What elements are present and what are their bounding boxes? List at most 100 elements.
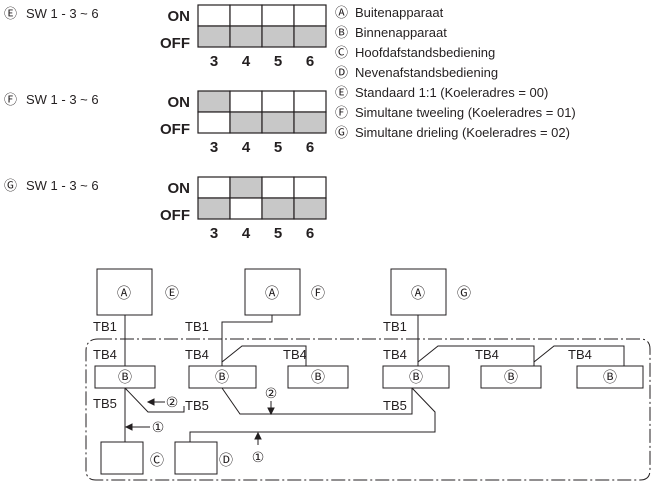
switch-number-label: 4: [242, 53, 251, 70]
switch-number-label: 4: [242, 225, 251, 242]
legend-text: Buitenapparaat: [355, 5, 444, 20]
terminal-label-tb1: TB1: [383, 319, 407, 334]
indoor-unit-box: [480, 365, 542, 389]
wire-tb5-sub-remote: [189, 387, 436, 442]
switch-number-label: 5: [274, 225, 282, 242]
on-label: ON: [168, 180, 191, 197]
off-label: OFF: [160, 121, 190, 138]
legend-text: Hoofdafstandsbediening: [355, 45, 495, 60]
remote-controller-box: [100, 441, 144, 475]
outdoor-unit-box: [96, 268, 153, 316]
off-label: OFF: [160, 35, 190, 52]
switch-label: SW 1 - 3 ~ 6: [26, 92, 99, 107]
switch-3-off-cell: [197, 25, 231, 48]
terminal-label-tb4: TB4: [568, 347, 592, 362]
switch-6-off-cell: [293, 111, 327, 134]
wire-tb4-link: [221, 345, 307, 366]
wire-tb4-link: [417, 345, 535, 366]
wire-tb5-bridge: [124, 387, 185, 413]
legend: Ⓐ Buitenapparaat Ⓑ Binnenapparaat Ⓒ Hoof…: [335, 5, 576, 140]
switch-4-on-cell: [229, 4, 263, 27]
on-label: ON: [168, 94, 191, 111]
arrowhead: [146, 398, 155, 406]
terminal-label-tb5: TB5: [383, 398, 407, 413]
switch-6-off-cell: [293, 197, 327, 220]
indoor-unit-box: [287, 365, 349, 389]
legend-marker: Ⓕ: [335, 105, 348, 120]
legend-text: Standaard 1:1 (Koeleradres = 00): [355, 85, 548, 100]
switch-3-on-cell: [197, 90, 231, 113]
indoor-unit-marker: Ⓑ: [504, 369, 518, 385]
indoor-unit-marker: Ⓑ: [215, 369, 229, 385]
arrowhead: [124, 423, 133, 431]
switch-4-on-cell: [229, 90, 263, 113]
wire-outdoor-indoor: [221, 315, 273, 366]
remote-controller-marker: Ⓒ: [150, 452, 164, 468]
config-marker: Ⓕ: [311, 285, 325, 301]
switch-3-on-cell: [197, 4, 231, 27]
wire-number-label: ②: [265, 385, 278, 401]
wire-tb4-link: [533, 345, 625, 366]
legend-marker: Ⓖ: [335, 125, 348, 140]
switch-number-label: 4: [242, 139, 251, 156]
config-marker: Ⓖ: [457, 285, 471, 301]
wire-number-label: ①: [152, 419, 165, 435]
outdoor-unit-marker: Ⓐ: [117, 285, 131, 301]
switch-number-label: 3: [210, 225, 218, 242]
switch-5-on-cell: [261, 176, 295, 199]
legend-marker: Ⓒ: [335, 45, 348, 60]
switch-6-off-cell: [293, 25, 327, 48]
terminal-label-tb1: TB1: [185, 319, 209, 334]
outdoor-unit-box: [244, 268, 301, 316]
off-label: OFF: [160, 207, 190, 224]
switch-number-label: 6: [306, 139, 314, 156]
switch-6-on-cell: [293, 4, 327, 27]
switch-3-off-cell: [197, 111, 231, 134]
arrowhead: [254, 431, 262, 440]
wire-number-label: ①: [252, 449, 265, 465]
switch-number-label: 6: [306, 53, 314, 70]
switch-marker: Ⓖ: [4, 178, 17, 193]
switch-grid: 3 4 5 6: [197, 176, 327, 242]
switch-4-off-cell: [229, 197, 263, 220]
legend-text: Simultane drieling (Koeleradres = 02): [355, 125, 570, 140]
switch-label: SW 1 - 3 ~ 6: [26, 178, 99, 193]
outdoor-unit-marker: Ⓐ: [265, 285, 279, 301]
config-marker: Ⓔ: [165, 285, 179, 301]
switch-6-on-cell: [293, 90, 327, 113]
indoor-unit-box: [382, 365, 450, 389]
switch-5-off-cell: [261, 25, 295, 48]
terminal-label-tb4: TB4: [475, 347, 499, 362]
on-label: ON: [168, 8, 191, 25]
legend-marker: Ⓐ: [335, 5, 348, 20]
legend-text: Binnenapparaat: [355, 25, 447, 40]
legend-text: Nevenafstandsbediening: [355, 65, 498, 80]
switch-5-off-cell: [261, 111, 295, 134]
legend-marker: Ⓑ: [335, 25, 348, 40]
terminal-label-tb4: TB4: [185, 347, 209, 362]
switch-number-label: 6: [306, 225, 314, 242]
indoor-unit-box: [576, 365, 644, 389]
switch-4-off-cell: [229, 111, 263, 134]
switch-number-label: 5: [274, 53, 282, 70]
switch-marker: Ⓔ: [4, 6, 17, 21]
switch-setting-G: Ⓖ SW 1 - 3 ~ 6 ON OFF 3 4 5 6: [4, 176, 327, 242]
switch-3-on-cell: [197, 176, 231, 199]
terminal-label-tb5: TB5: [185, 398, 209, 413]
indoor-unit-marker: Ⓑ: [118, 369, 132, 385]
outdoor-unit-marker: Ⓐ: [411, 285, 425, 301]
indoor-unit-marker: Ⓑ: [311, 369, 325, 385]
switch-label: SW 1 - 3 ~ 6: [26, 6, 99, 21]
indoor-area-boundary: [85, 338, 651, 481]
switch-6-on-cell: [293, 176, 327, 199]
switch-5-on-cell: [261, 90, 295, 113]
switch-5-off-cell: [261, 197, 295, 220]
terminal-label-tb4: TB4: [93, 347, 117, 362]
remote-controller-marker: Ⓓ: [219, 452, 233, 468]
switch-5-on-cell: [261, 4, 295, 27]
wire-number-label: ②: [166, 394, 179, 410]
